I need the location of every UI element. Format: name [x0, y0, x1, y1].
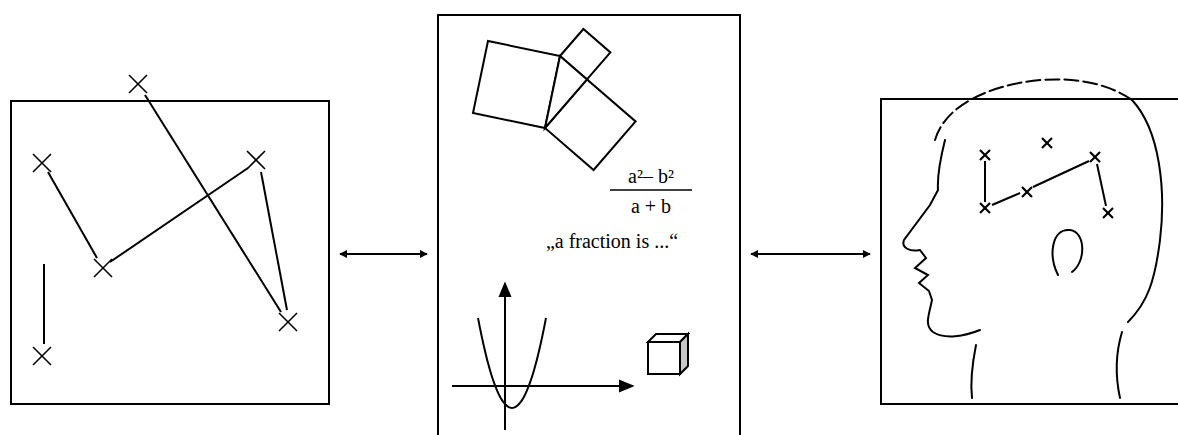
pythagoras-figure [473, 29, 636, 170]
formula-text: „a fraction is ...“ [546, 230, 678, 252]
head-network [980, 138, 1113, 218]
double-arrow [340, 253, 427, 255]
fraction-bar [610, 189, 692, 191]
panel-box [10, 100, 330, 405]
x-marks [33, 75, 297, 365]
head-profile [903, 79, 1162, 398]
panel-box [880, 98, 1178, 405]
formula-text: a + b [631, 195, 671, 217]
parabola-graph [452, 284, 632, 430]
formula-text: a²– b² [628, 165, 674, 187]
network-sketch [44, 95, 287, 344]
cube-icon [648, 334, 688, 374]
panel-box: a²– b² a + b „a fraction is ...“ [437, 14, 741, 435]
double-arrow [751, 253, 870, 255]
